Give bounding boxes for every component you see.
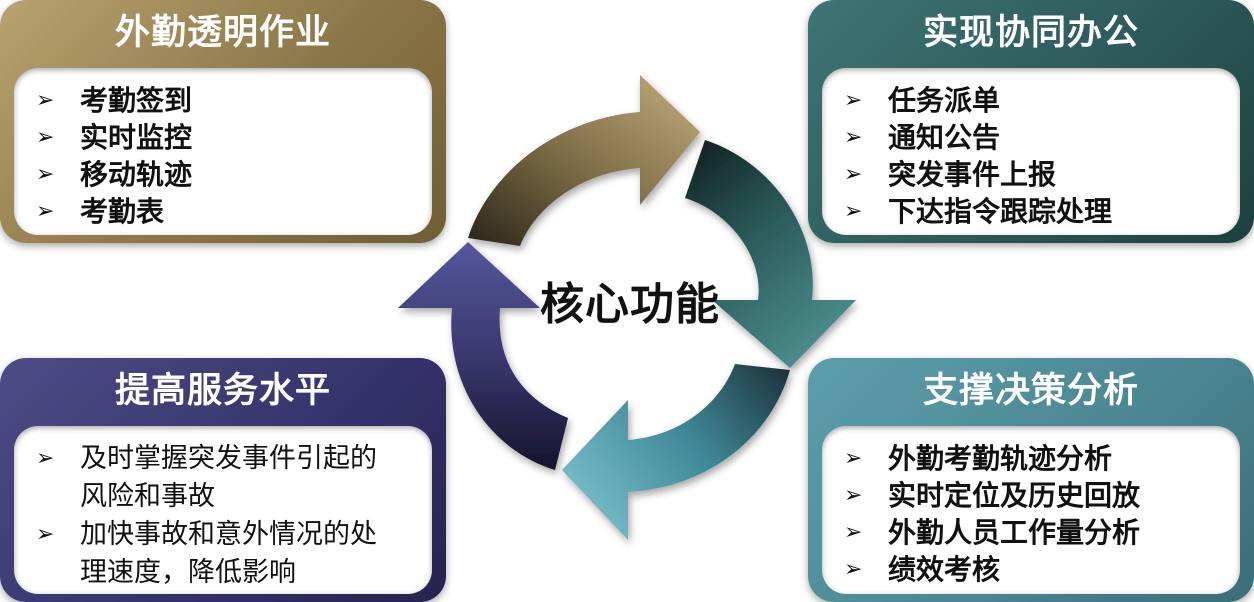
bullet-arrow-icon: ➢	[844, 162, 863, 187]
bullet-arrow-icon: ➢	[844, 483, 863, 508]
list-item: ➢ 外勤考勤轨迹分析	[844, 440, 1240, 477]
card-body: ➢ 外勤考勤轨迹分析 ➢ 实时定位及历史回放 ➢ 外勤人员工作量分析 ➢ 绩效考核	[822, 426, 1240, 594]
list-item: ➢ 任务派单	[844, 82, 1240, 119]
list-item: ➢ 下达指令跟踪处理	[844, 193, 1240, 230]
list-item: ➢ 移动轨迹	[36, 156, 432, 193]
list-item: ➢ 实时监控	[36, 119, 432, 156]
bullet-arrow-icon: ➢	[36, 446, 55, 471]
list-item: ➢ 加快事故和意外情况的处理速度，降低影响	[36, 516, 400, 592]
item-text: 考勤签到	[80, 84, 193, 117]
bullet-arrow-icon: ➢	[36, 162, 55, 187]
item-text: 突发事件上报	[888, 158, 1057, 191]
item-text: 外勤人员工作量分析	[888, 516, 1141, 549]
card-title: 实现协同办公	[922, 13, 1139, 53]
item-text: 移动轨迹	[80, 158, 193, 191]
card-decision-analysis: 支撑决策分析 ➢ 外勤考勤轨迹分析 ➢ 实时定位及历史回放 ➢ 外勤人员工作量分析 ➢…	[808, 358, 1254, 602]
item-text: 考勤表	[80, 195, 165, 228]
bullet-arrow-icon: ➢	[844, 446, 863, 471]
card-improve-service: 提高服务水平 ➢ 及时掌握突发事件引起的风险和事故 ➢ 加快事故和意外情况的处理速度…	[0, 358, 446, 602]
item-text: 加快事故和意外情况的处理速度，降低影响	[80, 519, 377, 588]
bullet-arrow-icon: ➢	[844, 557, 863, 582]
bullet-arrow-icon: ➢	[844, 125, 863, 150]
bullet-arrow-icon: ➢	[844, 520, 863, 545]
card-transparent-fieldwork: 外勤透明作业 ➢ 考勤签到 ➢ 实时监控 ➢ 移动轨迹 ➢ 考勤表	[0, 0, 446, 243]
cycle-arrows	[398, 75, 856, 540]
arrow-teal	[685, 140, 856, 368]
arrow-gold	[468, 75, 700, 246]
arrow-purple	[398, 242, 568, 470]
item-list: ➢ 考勤签到 ➢ 实时监控 ➢ 移动轨迹 ➢ 考勤表	[14, 68, 432, 230]
card-body: ➢ 任务派单 ➢ 通知公告 ➢ 突发事件上报 ➢ 下达指令跟踪处理	[822, 68, 1240, 235]
item-text: 任务派单	[888, 84, 1001, 117]
item-text: 绩效考核	[888, 553, 1001, 586]
list-item: ➢ 考勤表	[36, 193, 432, 230]
bullet-arrow-icon: ➢	[36, 88, 55, 113]
list-item: ➢ 考勤签到	[36, 82, 432, 119]
item-text: 实时定位及历史回放	[888, 479, 1141, 512]
list-item: ➢ 通知公告	[844, 119, 1240, 156]
item-list: ➢ 及时掌握突发事件引起的风险和事故 ➢ 加快事故和意外情况的处理速度，降低影响	[14, 426, 432, 592]
item-text: 通知公告	[888, 121, 1001, 154]
list-item: ➢ 绩效考核	[844, 551, 1240, 588]
card-collaborative-office: 实现协同办公 ➢ 任务派单 ➢ 通知公告 ➢ 突发事件上报 ➢ 下达指令跟踪处理	[808, 0, 1254, 243]
list-item: ➢ 外勤人员工作量分析	[844, 514, 1240, 551]
card-title: 外勤透明作业	[114, 13, 331, 53]
item-text: 外勤考勤轨迹分析	[888, 442, 1113, 475]
card-title: 支撑决策分析	[922, 371, 1139, 411]
list-item: ➢ 突发事件上报	[844, 156, 1240, 193]
card-title: 提高服务水平	[114, 371, 331, 411]
item-text: 下达指令跟踪处理	[888, 195, 1113, 228]
list-item: ➢ 实时定位及历史回放	[844, 477, 1240, 514]
item-text: 及时掌握突发事件引起的风险和事故	[80, 443, 377, 512]
list-item: ➢ 及时掌握突发事件引起的风险和事故	[36, 440, 400, 516]
bullet-arrow-icon: ➢	[36, 125, 55, 150]
center-label: 核心功能	[540, 279, 720, 330]
item-text: 实时监控	[80, 121, 193, 154]
bullet-arrow-icon: ➢	[844, 88, 863, 113]
card-body: ➢ 及时掌握突发事件引起的风险和事故 ➢ 加快事故和意外情况的处理速度，降低影响	[14, 426, 432, 594]
item-list: ➢ 任务派单 ➢ 通知公告 ➢ 突发事件上报 ➢ 下达指令跟踪处理	[822, 68, 1240, 230]
bullet-arrow-icon: ➢	[36, 199, 55, 224]
arrow-blue	[562, 364, 790, 540]
bullet-arrow-icon: ➢	[36, 522, 55, 547]
card-body: ➢ 考勤签到 ➢ 实时监控 ➢ 移动轨迹 ➢ 考勤表	[14, 68, 432, 235]
bullet-arrow-icon: ➢	[844, 199, 863, 224]
item-list: ➢ 外勤考勤轨迹分析 ➢ 实时定位及历史回放 ➢ 外勤人员工作量分析 ➢ 绩效考核	[822, 426, 1240, 588]
